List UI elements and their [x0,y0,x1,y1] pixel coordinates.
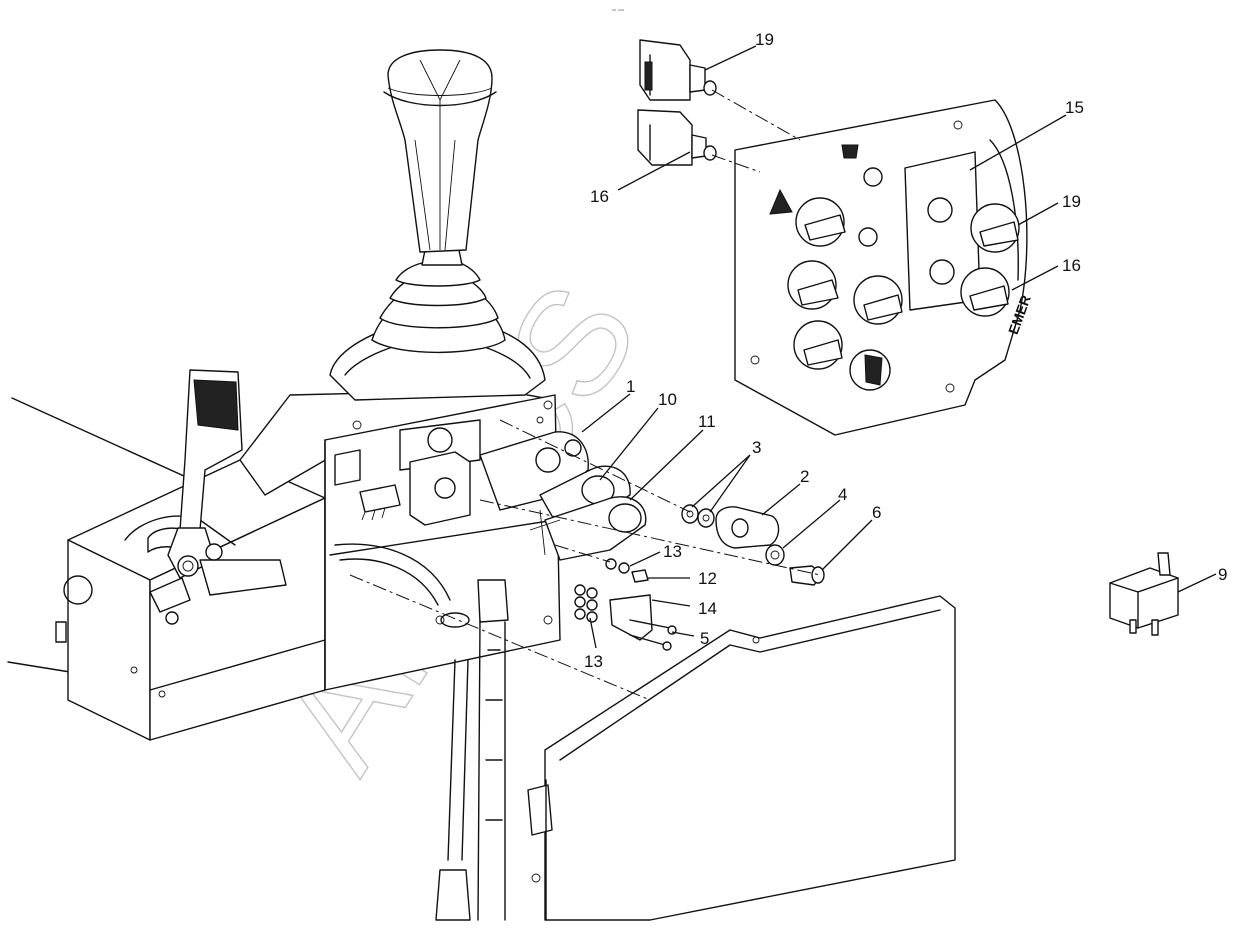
loose-switches [637,39,717,166]
callout-19-panel: 19 [1062,192,1081,211]
leader-lines [581,45,1217,649]
callout-5: 5 [700,629,709,648]
cables [435,619,506,921]
callout-3: 3 [752,438,761,457]
callout-6: 6 [872,503,881,522]
callout-11: 11 [698,412,716,431]
callout-14: 14 [698,599,717,618]
callout-labels: 19 16 15 19 16 1 10 11 3 2 4 6 13 12 14 … [584,30,1227,671]
assembly-lines [349,89,821,701]
switch-panel: EMER [734,99,1034,436]
callout-12: 12 [698,569,717,588]
relay [1109,552,1179,636]
joystick [329,49,546,401]
callout-2: 2 [800,467,809,486]
callout-16-top: 16 [590,187,609,206]
hardware-parts [574,504,825,651]
washer-stack [574,584,598,623]
callout-4: 4 [838,485,847,504]
callout-15: 15 [1065,98,1084,117]
callout-19-top: 19 [755,30,774,49]
side-cover-panel [527,595,956,921]
callout-9: 9 [1218,565,1227,584]
callout-13-lower: 13 [584,652,603,671]
callout-16-panel: 16 [1062,256,1081,275]
header-mark: ▫▫ ▫▫▫ [612,8,624,14]
callout-1: 1 [626,377,635,396]
callout-13-upper: 13 [663,542,682,561]
callout-10: 10 [658,390,677,409]
hand-brake-lever [149,369,287,625]
rotary-switches [787,197,1020,391]
pedal-brackets [479,431,647,561]
